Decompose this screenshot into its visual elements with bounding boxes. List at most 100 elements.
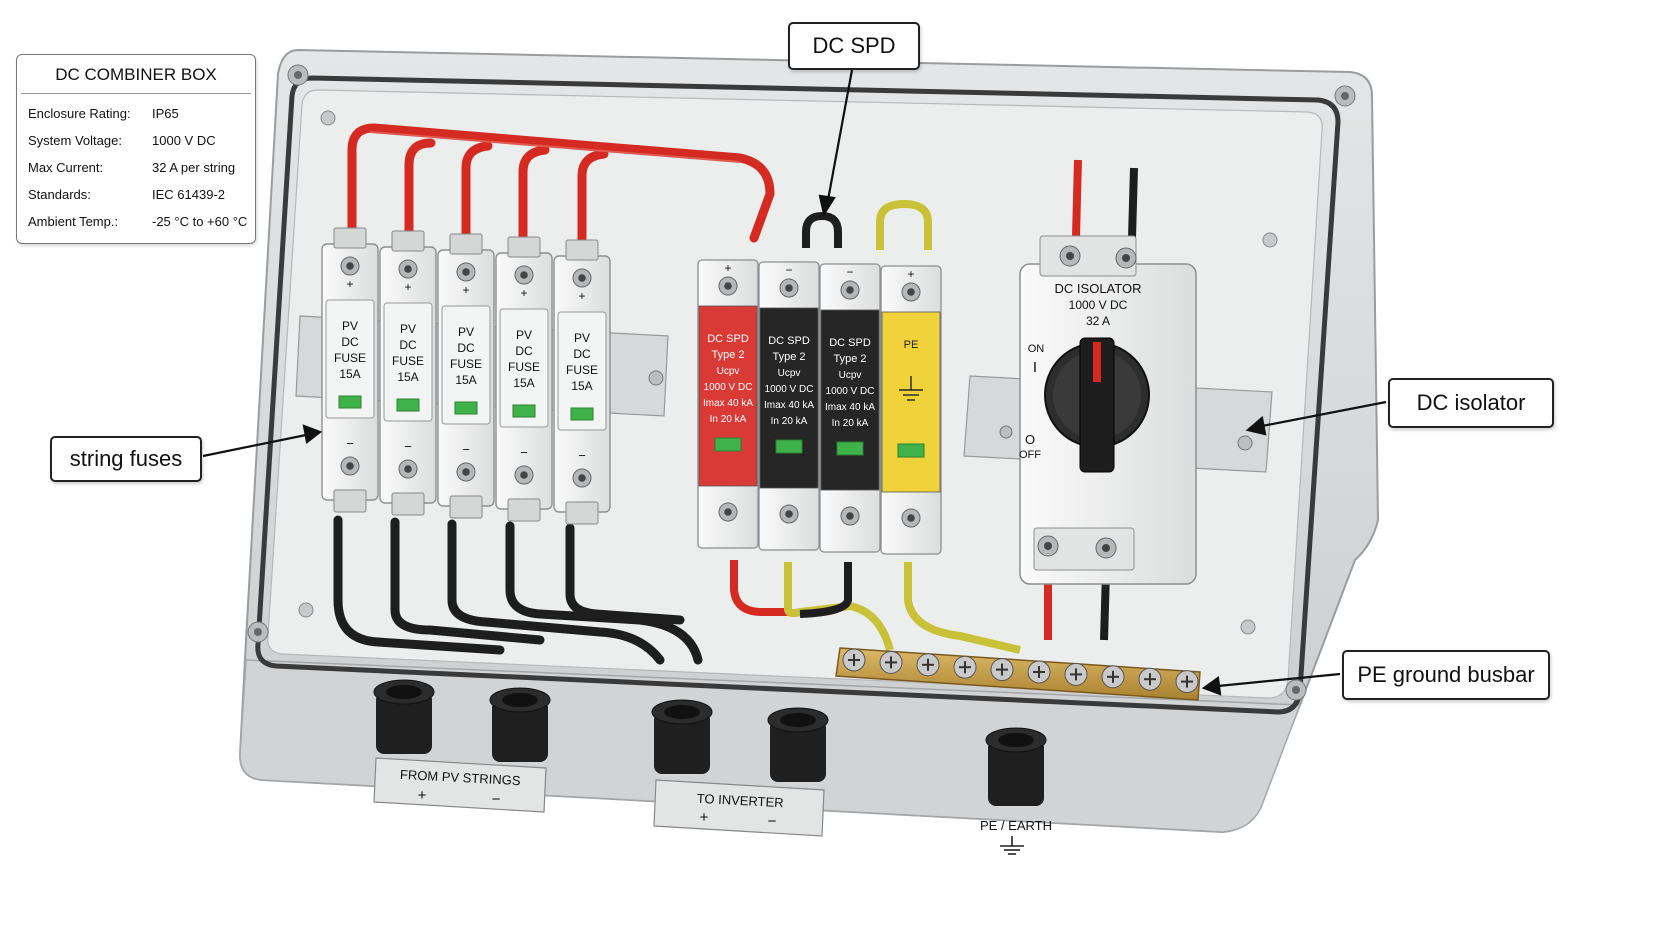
fuse-label-line: FUSE [334, 351, 366, 365]
isolator-current: 32 A [1086, 314, 1110, 328]
wire-red-highlight [369, 131, 741, 163]
spd-top-sign: + [907, 267, 914, 281]
dc-isolator: DC ISOLATOR 1000 V DC 32 A ON I O OFF [1019, 235, 1197, 585]
callout-dc-isolator: DC isolator [1388, 378, 1554, 428]
spd-label-line: DC SPD [829, 337, 871, 349]
spd-label-line: In 20 kA [771, 416, 808, 427]
spd-label-line: 1000 V DC [826, 386, 875, 397]
isolator-on-label: ON [1028, 343, 1045, 355]
spd-layer: + DC SPD Type 2 Ucpv 1000 V DC Imax 40 kA In 2… [697, 259, 942, 555]
spec-card: DC COMBINER BOX Enclosure Rating:IP65 Sy… [16, 54, 256, 244]
spd-top-sign: − [785, 263, 792, 277]
wire-layer [333, 123, 1138, 665]
spd-label-line: 1000 V DC [704, 382, 753, 393]
wire-red-5 [577, 149, 609, 245]
fuse-label-line: FUSE [450, 357, 482, 371]
spd-jumper-black [802, 211, 842, 248]
pe-ground-busbar [835, 647, 1201, 701]
wire-black-5 [565, 523, 685, 625]
isolator-handle[interactable] [1079, 337, 1115, 473]
gland-pe-earth [985, 727, 1047, 806]
busbar-screw [1027, 660, 1051, 684]
spd-label-line: Ucpv [778, 368, 801, 379]
wire-black-2 [390, 517, 545, 645]
wire-red-3 [461, 141, 493, 241]
fuse-plus-sign: + [404, 280, 411, 294]
fuse-plus-sign: + [520, 286, 527, 300]
spd-indicator-led [897, 443, 925, 458]
fuse-indicator-led [338, 395, 362, 409]
svg-text:−: − [768, 813, 777, 830]
fuse-label-line: DC [573, 347, 591, 361]
svg-text:+: + [700, 809, 709, 826]
spd-label-line: Imax 40 kA [703, 398, 753, 409]
isolator-title: DC ISOLATOR [1055, 281, 1142, 296]
fuse-indicator-led [396, 398, 420, 412]
label-plate-pv: FROM PV STRINGS + − [373, 757, 547, 813]
wire-black-3 [447, 519, 665, 665]
gland-pv-plus [373, 679, 435, 754]
wire-red-2 [404, 138, 436, 239]
fuse-plus-sign: + [462, 283, 469, 297]
fuse-label-line: 15A [455, 373, 476, 387]
spd-colored-face [881, 311, 941, 493]
spd-label-line: DC SPD [707, 333, 749, 345]
earth-ground-icon [899, 376, 923, 401]
spd-module-4[interactable]: + PE [880, 265, 942, 555]
spd-label-line: DC SPD [768, 335, 810, 347]
spec-row-voltage: System Voltage:1000 V DC [28, 133, 216, 148]
fuse-indicator-led [570, 407, 594, 421]
spd-label-line: Ucpv [839, 370, 862, 381]
busbar-screw [1101, 665, 1125, 689]
svg-text:FROM PV STRINGS: FROM PV STRINGS [400, 767, 522, 788]
label-plate-inverter: TO INVERTER + − [653, 779, 825, 837]
fuse-label-line: 15A [571, 379, 592, 393]
busbar-screw [879, 650, 903, 674]
spd-label-line: PE [904, 339, 919, 351]
spd-label-line: Type 2 [772, 351, 805, 363]
isolator-off-label: OFF [1019, 449, 1041, 461]
fuse-label-line: PV [458, 325, 474, 339]
svg-text:+: + [418, 787, 427, 804]
fuse-label-line: 15A [397, 370, 418, 384]
callout-pe-busbar: PE ground busbar [1342, 650, 1550, 700]
spd-colored-face [759, 307, 819, 489]
fuse-indicator-led [512, 404, 536, 418]
spd-label-line: 1000 V DC [765, 384, 814, 395]
spd-wire-black-out [799, 562, 852, 618]
busbar-screw [842, 648, 866, 672]
callout-dc-spd: DC SPD [788, 22, 920, 70]
spd-top-sign: + [724, 261, 731, 275]
fuse-plus-sign: + [346, 277, 353, 291]
fuse-minus-sign: − [346, 436, 354, 451]
isolator-voltage: 1000 V DC [1069, 298, 1128, 312]
spec-row-enclosure: Enclosure Rating:IP65 [28, 106, 179, 121]
svg-text:−: − [492, 791, 501, 808]
cable-glands [373, 679, 1047, 806]
fuse-label-line: FUSE [566, 363, 598, 377]
enclosure-gasket [255, 75, 1341, 715]
spd-label-line: Imax 40 kA [825, 402, 875, 413]
spd-indicator-led [714, 437, 742, 452]
busbar-screw [1175, 670, 1199, 694]
fuse-minus-sign: − [520, 445, 528, 460]
spec-row-standards: Standards:IEC 61439-2 [28, 187, 225, 202]
wire-black-1 [333, 515, 505, 655]
callout-string-fuses: string fuses [50, 436, 202, 482]
fuse-label-line: DC [341, 335, 359, 349]
spd-indicator-led [775, 439, 803, 454]
gland-inverter-minus [767, 707, 829, 782]
fuse-plus-sign: + [578, 289, 585, 303]
isolator-on-symbol: I [1033, 359, 1037, 376]
busbar-screw [1064, 662, 1088, 686]
spd-indicator-led [836, 441, 864, 456]
